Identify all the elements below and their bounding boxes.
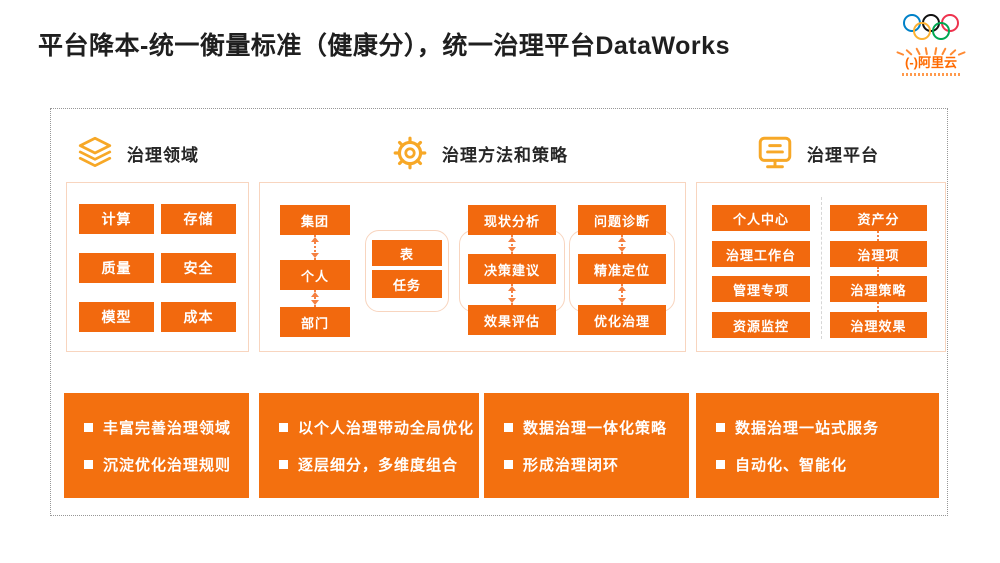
bullet-text: 数据治理一体化策略 bbox=[523, 419, 668, 437]
node-box: 部门 bbox=[280, 307, 350, 337]
node-box: 资产分 bbox=[830, 205, 927, 231]
section-header-methods: 治理方法和策略 bbox=[391, 133, 568, 173]
section-label: 治理领域 bbox=[127, 145, 199, 165]
bullet-text: 形成治理闭环 bbox=[523, 456, 620, 474]
node-box: 现状分析 bbox=[468, 205, 556, 235]
node-box: 集团 bbox=[280, 205, 350, 235]
node-box: 精准定位 bbox=[578, 254, 666, 284]
logo-tagline bbox=[902, 73, 960, 76]
bullet-text: 自动化、智能化 bbox=[735, 456, 848, 474]
bullet-text: 数据治理一站式服务 bbox=[735, 419, 880, 437]
bullet-square-icon bbox=[279, 422, 288, 432]
node-box: 治理工作台 bbox=[712, 241, 810, 267]
dotted-connector bbox=[877, 302, 879, 312]
monitor-icon bbox=[758, 136, 792, 169]
node-box: 个人中心 bbox=[712, 205, 810, 231]
methods-container: 集团 个人 部门 表 任务 现状分析 决策建议 效果评估 问题诊断 精准定位 优… bbox=[259, 182, 686, 352]
dotted-arrow-connector bbox=[618, 235, 626, 254]
node-box: 治理策略 bbox=[830, 276, 927, 302]
bullet-square-icon bbox=[504, 459, 513, 469]
node-box: 决策建议 bbox=[468, 254, 556, 284]
node-box: 模型 bbox=[79, 302, 154, 332]
dotted-arrow-connector bbox=[508, 284, 516, 305]
bullet-square-icon bbox=[84, 459, 93, 469]
bullet-square-icon bbox=[84, 422, 93, 432]
bullet-square-icon bbox=[716, 459, 725, 469]
dotted-arrow-connector bbox=[311, 290, 319, 307]
olympic-rings-icon bbox=[903, 14, 959, 42]
node-box: 治理项 bbox=[830, 241, 927, 267]
bullet-text: 丰富完善治理领域 bbox=[103, 419, 232, 437]
node-box: 效果评估 bbox=[468, 305, 556, 335]
node-box: 计算 bbox=[79, 204, 154, 234]
node-box: 资源监控 bbox=[712, 312, 810, 338]
dotted-arrow-connector bbox=[311, 235, 319, 260]
dotted-arrow-connector bbox=[508, 235, 516, 254]
page-title: 平台降本-统一衡量标准（健康分），统一治理平台DataWorks bbox=[38, 32, 730, 60]
bullet-square-icon bbox=[716, 422, 725, 432]
object-group-frame bbox=[365, 230, 449, 312]
section-header-platform: 治理平台 bbox=[756, 133, 879, 173]
node-box: 优化治理 bbox=[578, 305, 666, 335]
node-box: 个人 bbox=[280, 260, 350, 290]
summary-card: 数据治理一站式服务 自动化、智能化 bbox=[696, 393, 939, 498]
brand-wordmark: (-)阿里云 bbox=[905, 55, 957, 70]
summary-card: 以个人治理带动全局优化 逐层细分，多维度组合 bbox=[259, 393, 479, 498]
gear-icon bbox=[393, 136, 427, 170]
alibaba-cloud-olympic-logo: (-)阿里云 bbox=[886, 14, 976, 76]
layers-icon bbox=[78, 136, 112, 168]
node-box: 表 bbox=[372, 240, 442, 266]
section-header-domains: 治理领域 bbox=[76, 133, 199, 173]
dotted-connector bbox=[877, 231, 879, 241]
bullet-square-icon bbox=[279, 459, 288, 469]
main-panel: 治理领域 治理方法和策略 bbox=[50, 108, 948, 516]
node-box: 任务 bbox=[372, 270, 442, 298]
node-box: 管理专项 bbox=[712, 276, 810, 302]
sunburst-rays-icon bbox=[896, 43, 966, 56]
column-divider bbox=[821, 197, 822, 339]
bullet-text: 以个人治理带动全局优化 bbox=[298, 419, 475, 437]
domains-container: 计算 存储 质量 安全 模型 成本 bbox=[66, 182, 249, 352]
node-box: 质量 bbox=[79, 253, 154, 283]
dotted-arrow-connector bbox=[618, 284, 626, 305]
dotted-connector bbox=[877, 267, 879, 276]
section-label: 治理平台 bbox=[807, 145, 879, 165]
bullet-text: 沉淀优化治理规则 bbox=[103, 456, 232, 474]
summary-card: 数据治理一体化策略 形成治理闭环 bbox=[484, 393, 689, 498]
node-box: 成本 bbox=[161, 302, 236, 332]
node-box: 治理效果 bbox=[830, 312, 927, 338]
bullet-square-icon bbox=[504, 422, 513, 432]
bullet-text: 逐层细分，多维度组合 bbox=[298, 456, 459, 474]
section-label: 治理方法和策略 bbox=[442, 145, 568, 165]
platform-container: 个人中心 治理工作台 管理专项 资源监控 资产分 治理项 治理策略 治理效果 bbox=[696, 182, 946, 352]
node-box: 存储 bbox=[161, 204, 236, 234]
node-box: 安全 bbox=[161, 253, 236, 283]
node-box: 问题诊断 bbox=[578, 205, 666, 235]
summary-card: 丰富完善治理领域 沉淀优化治理规则 bbox=[64, 393, 249, 498]
